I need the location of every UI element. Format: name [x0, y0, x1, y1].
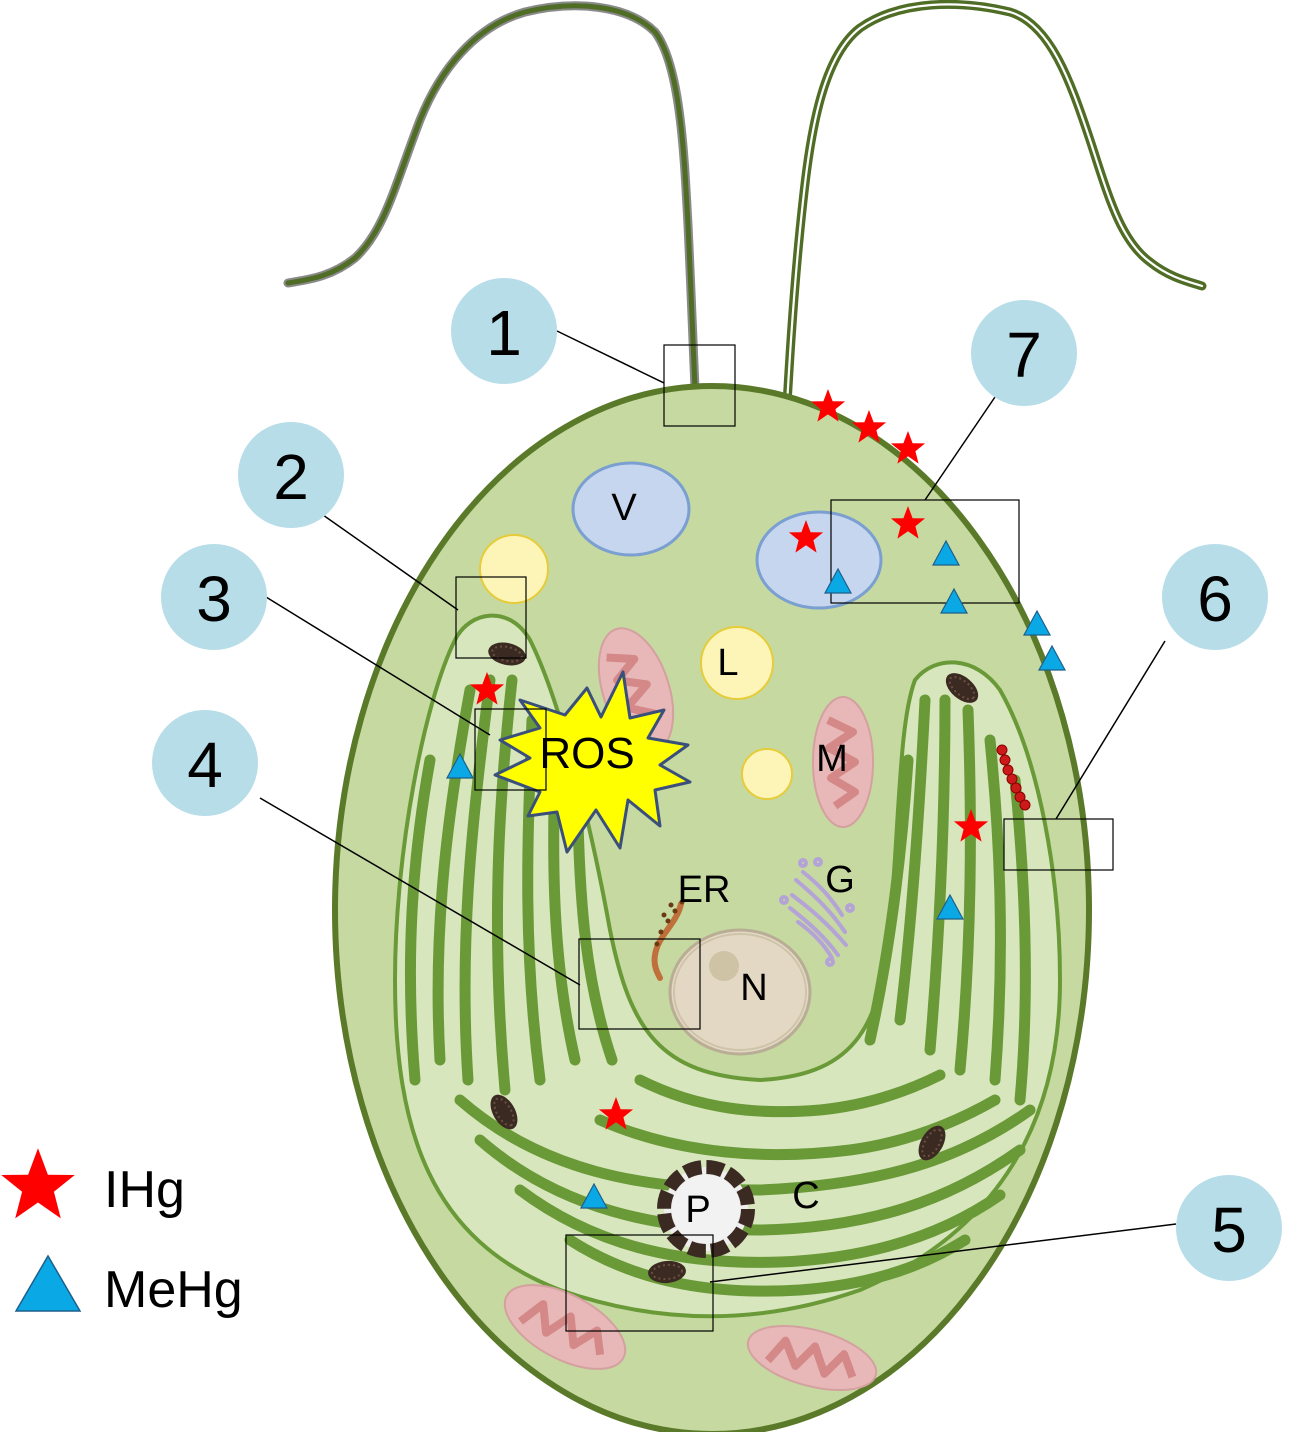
legend: IHg MeHg [1, 1148, 243, 1319]
callout-5-label: 5 [1211, 1194, 1247, 1266]
golgi-label: G [825, 859, 855, 901]
callout-2-label: 2 [273, 441, 309, 513]
vacuole-2 [755, 510, 883, 610]
callout-7-label: 7 [1006, 319, 1042, 391]
endoplasmic-reticulum: ER [651, 869, 731, 981]
legend-mehg-label: MeHg [104, 1261, 243, 1319]
box-5 [565, 1234, 714, 1332]
legend-ihg-label: IHg [104, 1161, 185, 1219]
nucleus-label: N [740, 967, 767, 1009]
lipid-droplets [479, 534, 793, 800]
callout-1: 1 [451, 278, 557, 384]
callout-6-label: 6 [1197, 563, 1233, 635]
nucleus: N [668, 928, 812, 1056]
eyespot [996, 744, 1031, 811]
er-label: ER [678, 869, 731, 911]
callout-7: 7 [971, 300, 1077, 406]
ros-label: ROS [539, 729, 634, 778]
legend-mehg-icon [14, 1254, 82, 1312]
vacuole-label: V [611, 487, 637, 529]
callout-3: 3 [161, 544, 267, 650]
pyrenoid-label: P [685, 1189, 710, 1231]
mitochondrion-label: M [816, 738, 848, 780]
leader-lines [259, 330, 1177, 1283]
callout-6: 6 [1162, 544, 1268, 650]
vacuole: V [571, 461, 691, 557]
box-2 [455, 576, 527, 659]
flagella [283, 0, 1207, 493]
callout-2: 2 [238, 422, 344, 528]
box-3 [474, 708, 547, 791]
legend-ihg-icon [1, 1148, 75, 1219]
callout-1-label: 1 [486, 297, 522, 369]
pyrenoid: P [657, 1160, 755, 1258]
callout-5: 5 [1176, 1175, 1282, 1281]
chloroplast-label: C [792, 1175, 819, 1217]
callout-4: 4 [152, 710, 258, 816]
golgi [779, 857, 855, 967]
ros-burst: ROS [493, 670, 692, 854]
box-1 [663, 344, 736, 427]
callout-3-label: 3 [196, 563, 232, 635]
lipid-label: L [717, 642, 738, 684]
box-6 [1003, 818, 1114, 871]
callout-4-label: 4 [187, 729, 223, 801]
